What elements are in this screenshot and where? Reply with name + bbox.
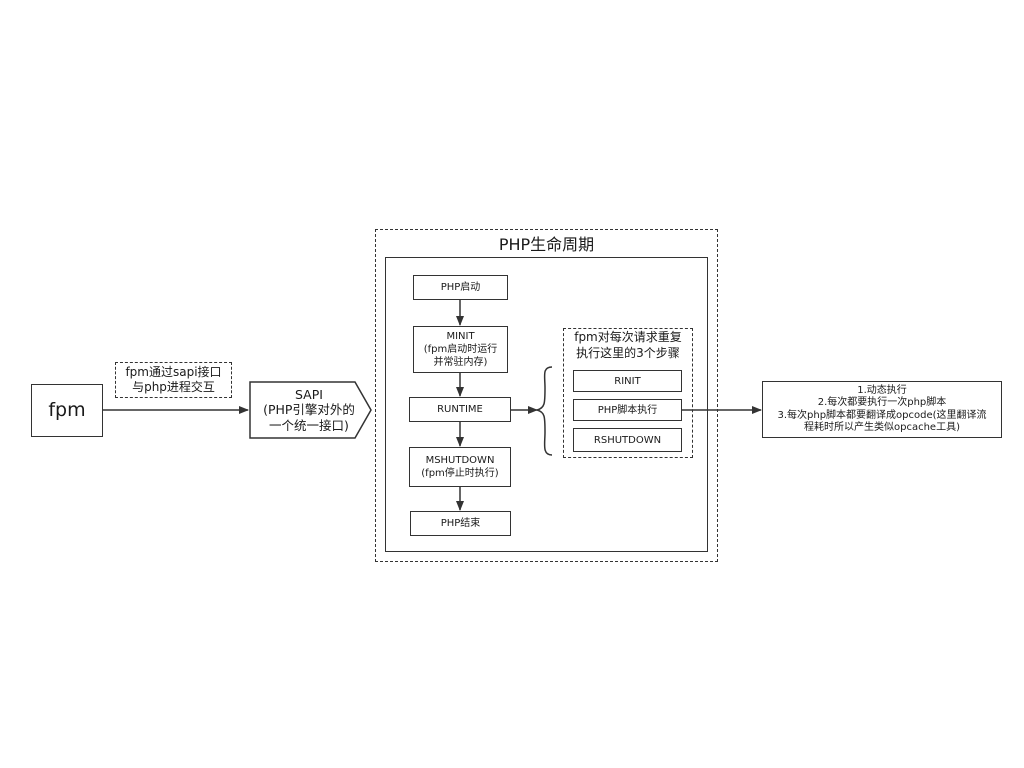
lifecycle-title: PHP生命周期: [498, 235, 595, 254]
mshutdown-desc: (fpm停止时执行): [421, 468, 499, 479]
curly-brace: [536, 366, 553, 456]
minit-box: MINIT (fpm启动时运行 并常驻内存): [413, 326, 508, 373]
notes-line2: 2.每次都要执行一次php脚本: [817, 397, 947, 409]
lifecycle-container: [375, 229, 718, 562]
request-steps-title-line1: fpm对每次请求重复: [574, 330, 682, 344]
rinit-box: RINIT: [573, 370, 682, 392]
runtime-label: RUNTIME: [437, 404, 483, 415]
fpm-sapi-note-line1: fpm通过sapi接口: [125, 365, 222, 379]
php-start-label: PHP启动: [440, 282, 481, 293]
rshutdown-label: RSHUTDOWN: [593, 434, 662, 446]
mshutdown-box: MSHUTDOWN (fpm停止时执行): [409, 447, 511, 487]
lifecycle-inner-frame: [385, 257, 708, 552]
script-exec-label: PHP脚本执行: [597, 404, 658, 416]
script-exec-box: PHP脚本执行: [573, 399, 682, 421]
rshutdown-box: RSHUTDOWN: [573, 428, 682, 452]
mshutdown-title: MSHUTDOWN: [425, 455, 495, 466]
fpm-box: fpm: [31, 384, 103, 437]
sapi-node: SAPI (PHP引擎对外的 一个统一接口): [250, 382, 368, 438]
php-end-box: PHP结束: [410, 511, 511, 536]
sapi-shape: [249, 381, 372, 439]
rinit-label: RINIT: [614, 375, 641, 387]
fpm-sapi-note: fpm通过sapi接口 与php进程交互: [115, 362, 232, 398]
request-steps-title-line2: 执行这里的3个步骤: [576, 345, 680, 360]
notes-line3: 3.每次php脚本都要翻译成opcode(这里翻译流: [777, 409, 987, 421]
notes-line1: 1.动态执行: [857, 385, 907, 397]
minit-title: MINIT: [446, 331, 475, 342]
runtime-box: RUNTIME: [409, 397, 511, 422]
php-start-box: PHP启动: [413, 275, 508, 300]
sapi-desc-line1: (PHP引擎对外的: [263, 402, 355, 418]
sapi-title: SAPI: [295, 386, 323, 402]
request-steps-title: fpm对每次请求重复 执行这里的3个步骤: [563, 330, 693, 361]
notes-line4: 程耗时所以产生类似opcache工具): [804, 421, 960, 433]
minit-desc-line1: (fpm启动时运行: [423, 344, 498, 355]
sapi-desc-line2: 一个统一接口): [269, 417, 349, 433]
request-steps-group: [563, 328, 693, 458]
fpm-sapi-note-line2: 与php进程交互: [132, 380, 215, 394]
minit-desc-line2: 并常驻内存): [433, 357, 488, 368]
php-end-label: PHP结束: [440, 518, 481, 529]
fpm-label: fpm: [48, 399, 86, 422]
notes-box: 1.动态执行 2.每次都要执行一次php脚本 3.每次php脚本都要翻译成opc…: [762, 381, 1002, 438]
